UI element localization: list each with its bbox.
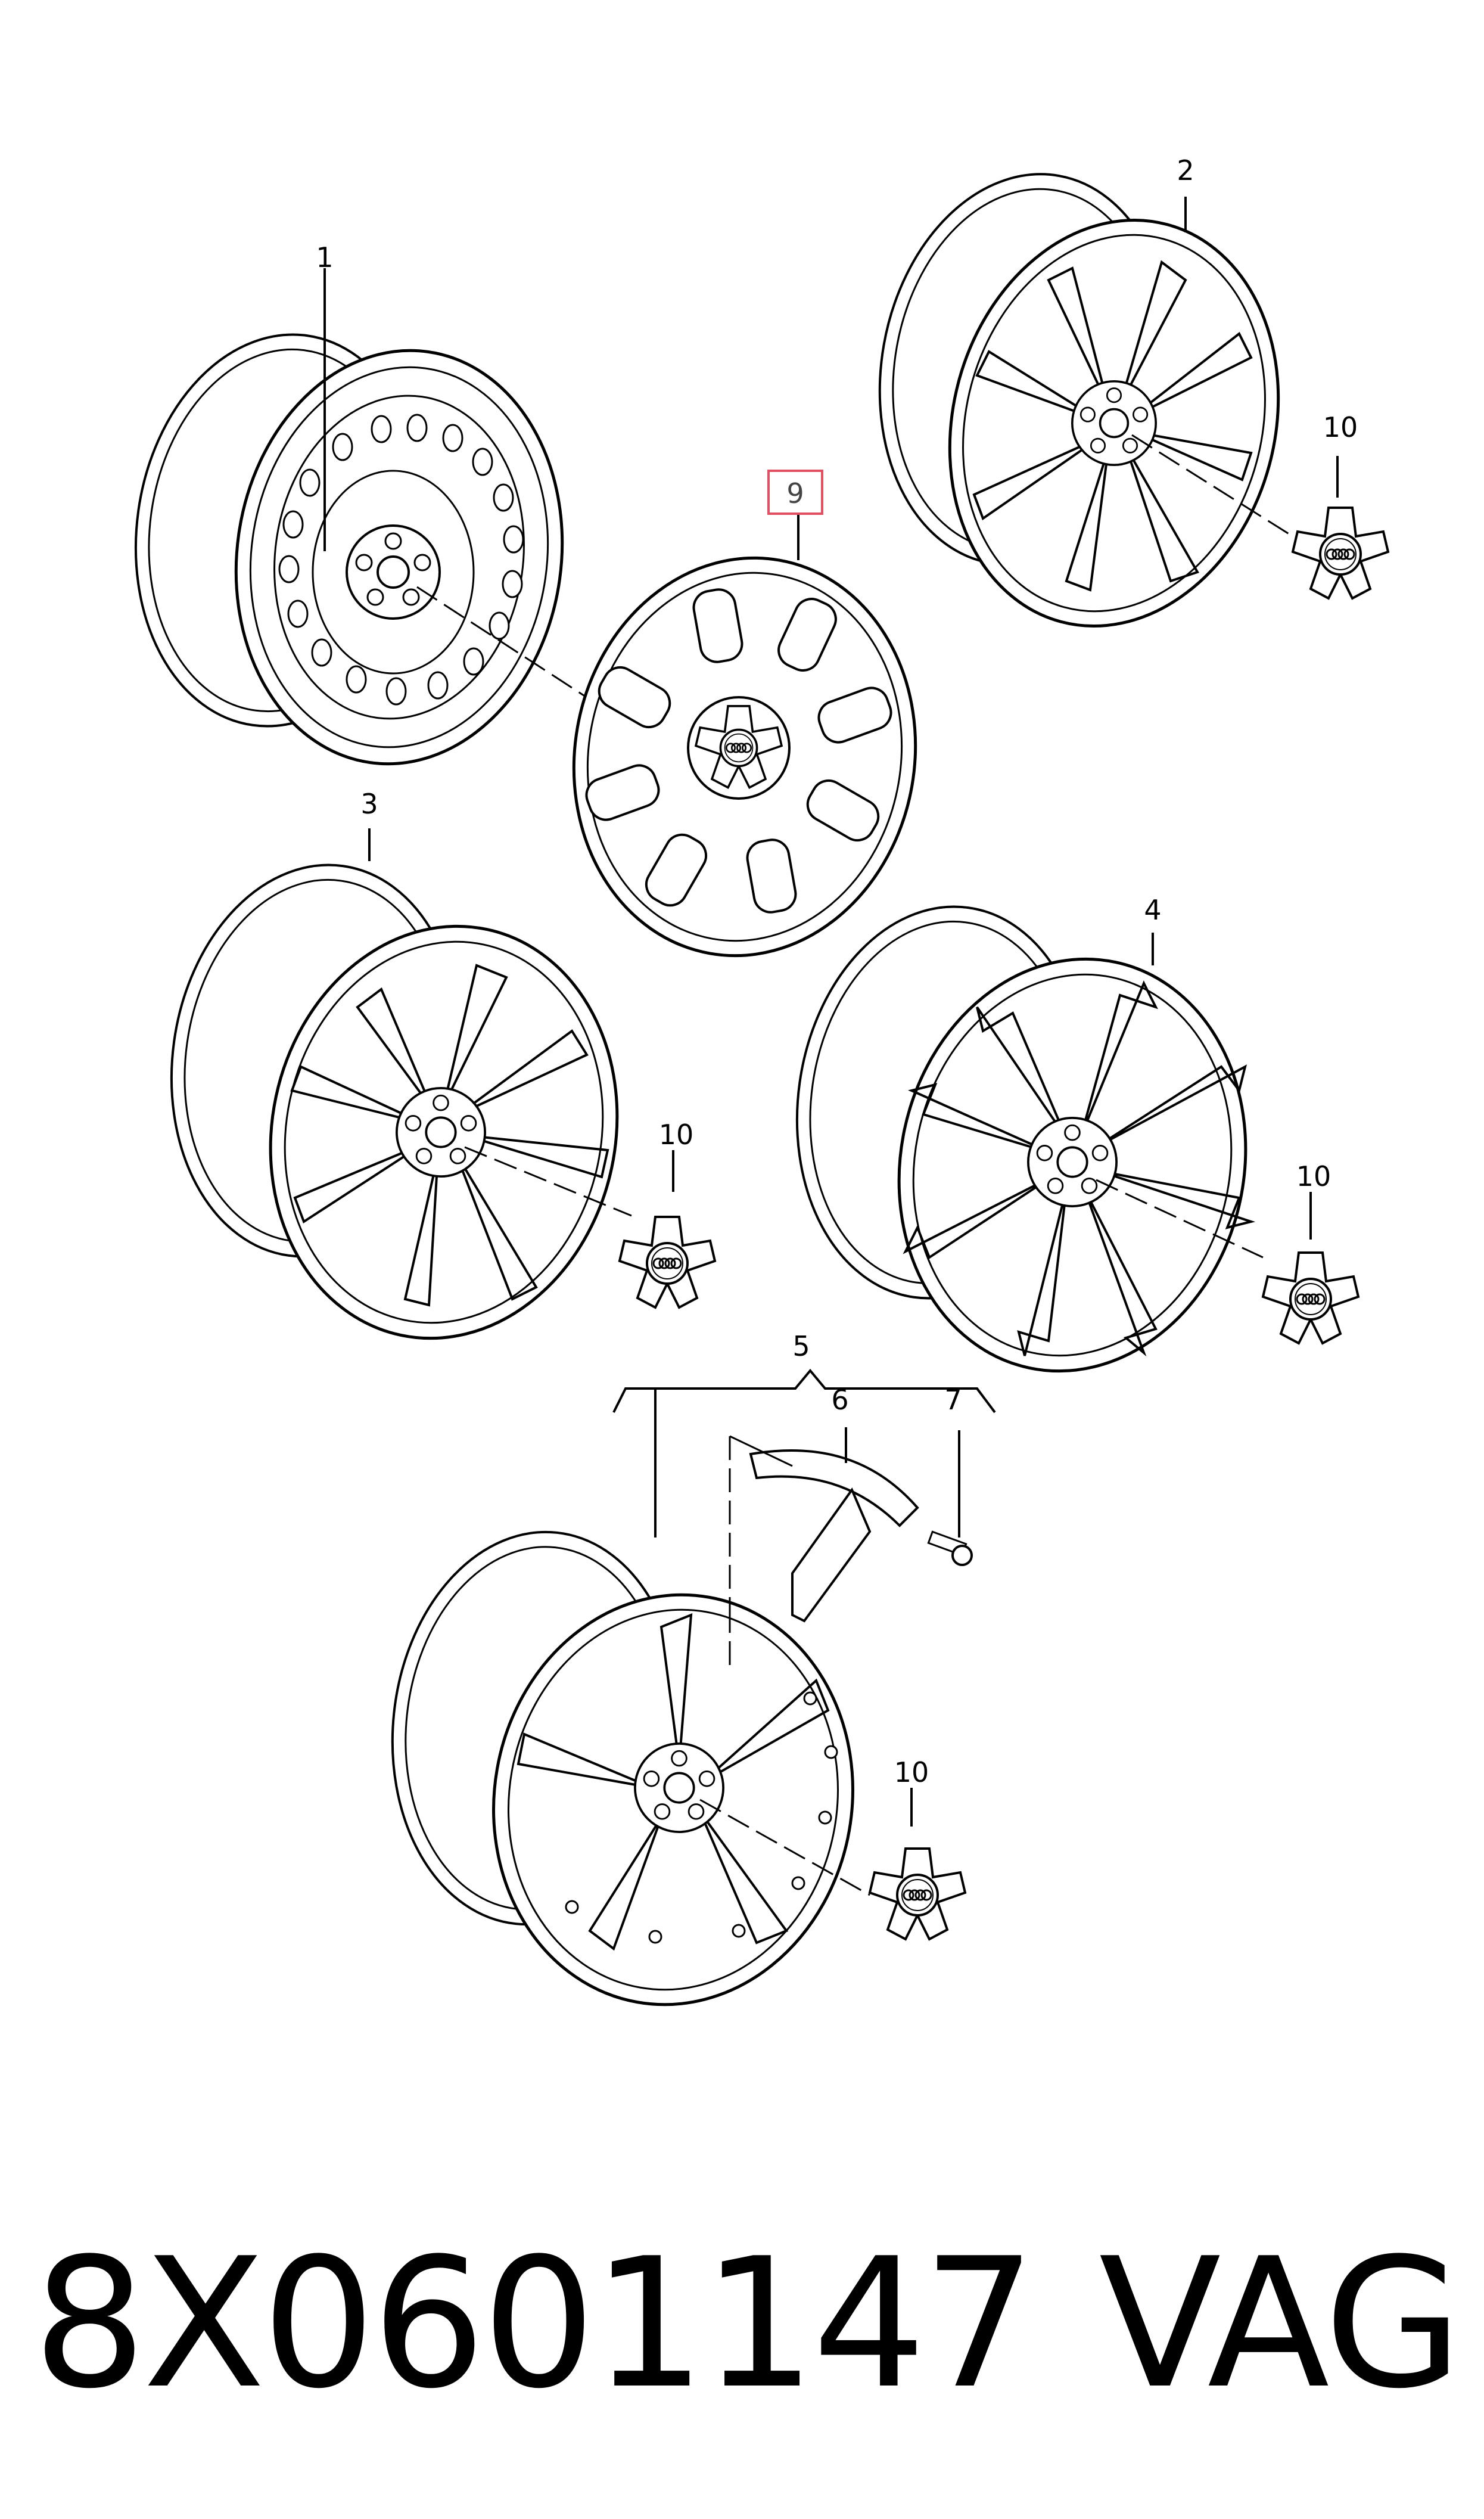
highlight-box: [767, 470, 823, 515]
wheel-cover-item-9: [572, 513, 917, 958]
callout-9-highlight[interactable]: 9: [767, 470, 823, 515]
alloy-wheel-item-3: [145, 828, 716, 1340]
callout-10-bottom: 10: [894, 1756, 929, 1788]
part-number: 8X0601147: [33, 2220, 1036, 2428]
callout-10-top: 10: [1323, 411, 1358, 443]
alloy-wheel-item-2: [848, 150, 1389, 628]
trim-strip-item-6: [729, 1427, 919, 1669]
callout-6: 6: [831, 1384, 848, 1416]
screw-item-7: [927, 1430, 973, 1566]
callout-10-middle-right: 10: [1296, 1160, 1331, 1192]
callout-7: 7: [944, 1384, 962, 1416]
alloy-wheel-item-4: [771, 886, 1359, 1373]
steel-wheel-item-1: [110, 268, 596, 766]
wheel-parts-diagram: 1 2 3 4 5 6 7 9 10 10 10 10: [110, 150, 1389, 2006]
callout-3: 3: [360, 788, 378, 820]
callout-9: 9: [786, 477, 804, 510]
callout-5: 5: [792, 1330, 810, 1362]
callout-4: 4: [1144, 894, 1161, 926]
callout-10-middle-left: 10: [659, 1119, 694, 1151]
footer: 8X0601147 VAG: [0, 2199, 1484, 2449]
callout-2: 2: [1177, 154, 1194, 187]
callout-1: 1: [316, 241, 333, 274]
brand-label: VAG: [1099, 2220, 1463, 2428]
alloy-wheel-item-5: [372, 1516, 966, 2006]
group-bracket-item-5: [612, 1368, 996, 1538]
